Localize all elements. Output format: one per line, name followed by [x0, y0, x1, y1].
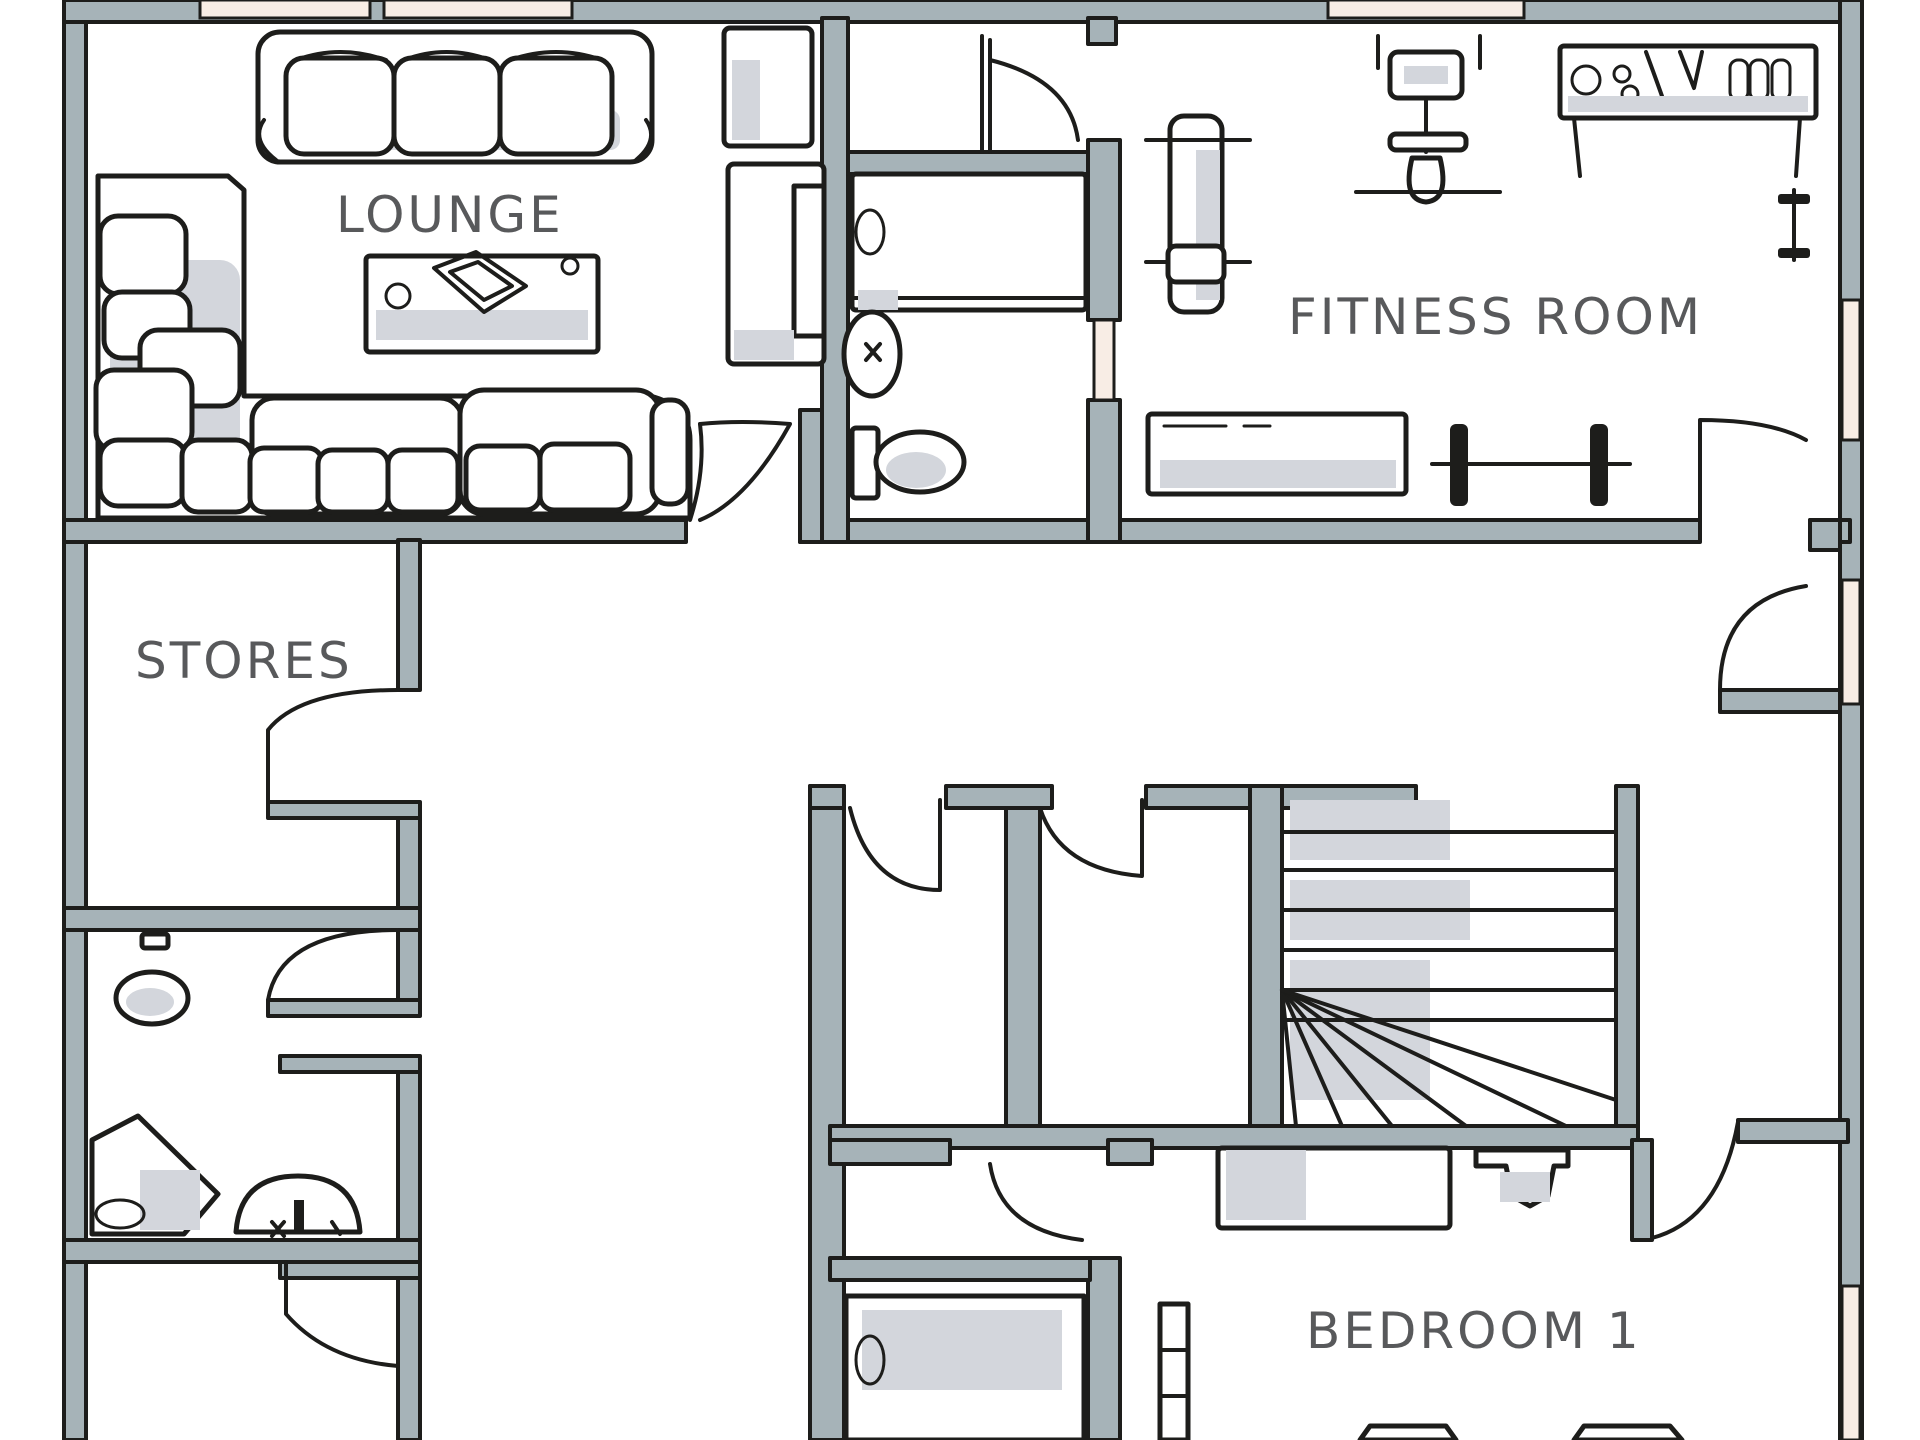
window-right-1: [1840, 298, 1862, 442]
closet-1-door-swing: [848, 798, 942, 892]
staircase: [1280, 800, 1618, 1128]
room-label-fitness-room: FITNESS ROOM: [1288, 288, 1704, 346]
stair-right-wall: [1614, 784, 1640, 1142]
fitness-door-swing: [1698, 418, 1808, 522]
bathroom-top-wall: [846, 150, 1090, 176]
ensuite-top-wall: [828, 1256, 1092, 1282]
lounge-right-wall: [798, 408, 824, 544]
window-top-2: [382, 0, 574, 20]
fitness-equipment: [1144, 34, 1819, 506]
stair-left-wall: [1248, 784, 1284, 1142]
window-right-2: [1840, 578, 1862, 706]
bedroom-lamp-left: [1357, 1423, 1459, 1440]
walls: [62, 0, 1864, 1440]
closet-divider: [1004, 798, 1042, 1142]
window-bath: [1092, 318, 1116, 402]
windows: [198, 0, 1862, 1440]
bedroom-door-swing: [1650, 1120, 1740, 1240]
wc-bottom-wall: [62, 1238, 422, 1264]
corridor-door-swing: [1718, 584, 1808, 692]
dumbbell: [1778, 188, 1810, 262]
ensuite-fixtures: [843, 1293, 1087, 1440]
barbell: [1430, 424, 1632, 506]
wc-right-wall-bottom: [396, 1056, 422, 1252]
bathroom-right-wall: [1086, 138, 1122, 322]
room-label-stores: STORES: [135, 632, 353, 690]
lounge-furniture: [93, 25, 827, 521]
window-top-1: [198, 0, 372, 20]
bedroom-wardrobe: [1157, 1301, 1191, 1440]
bathroom-fixtures: [841, 171, 1089, 501]
wc-toilet-cistern: [139, 931, 171, 951]
ensuite-right-wall: [1086, 1256, 1122, 1440]
stores-bottom-wall: [62, 906, 422, 932]
outer-wall-right: [1838, 0, 1864, 1440]
bathtub: [849, 171, 1089, 313]
corridor-right-door-stub: [1718, 688, 1842, 714]
fitness-bottom-wall: [798, 518, 1702, 544]
room-label-lounge: LOUNGE: [336, 186, 564, 244]
closet-2-door-swing: [1038, 798, 1144, 878]
bedroom-lamp-right: [1571, 1423, 1685, 1440]
exercise-bike: [1354, 34, 1502, 205]
closet-left-wall: [808, 784, 846, 1440]
stores-door-swing: [266, 688, 400, 804]
window-right-3: [1840, 1284, 1862, 1440]
stores-right-wall-bottom: [396, 806, 422, 920]
wc-fixtures: [89, 931, 363, 1238]
wc-door-swing: [266, 928, 400, 1002]
lower-door-swing: [284, 1260, 400, 1368]
lounge-door-swing: [688, 422, 704, 522]
bath-door-swing: [988, 38, 1080, 154]
stores-right-wall-top: [396, 538, 422, 692]
lower-room-right-wall: [396, 1260, 422, 1440]
room-label-bedroom-1: BEDROOM 1: [1306, 1302, 1642, 1360]
bedroom-furniture: [1157, 1145, 1685, 1440]
door-swings: [266, 34, 1808, 1368]
ensuite-door-swing: [988, 1162, 1084, 1242]
bedroom-right-wall-stub: [1736, 1118, 1850, 1144]
outer-wall-left: [62, 0, 88, 1440]
window-top-3: [1326, 0, 1526, 20]
lounge-bottom-wall: [62, 518, 688, 544]
